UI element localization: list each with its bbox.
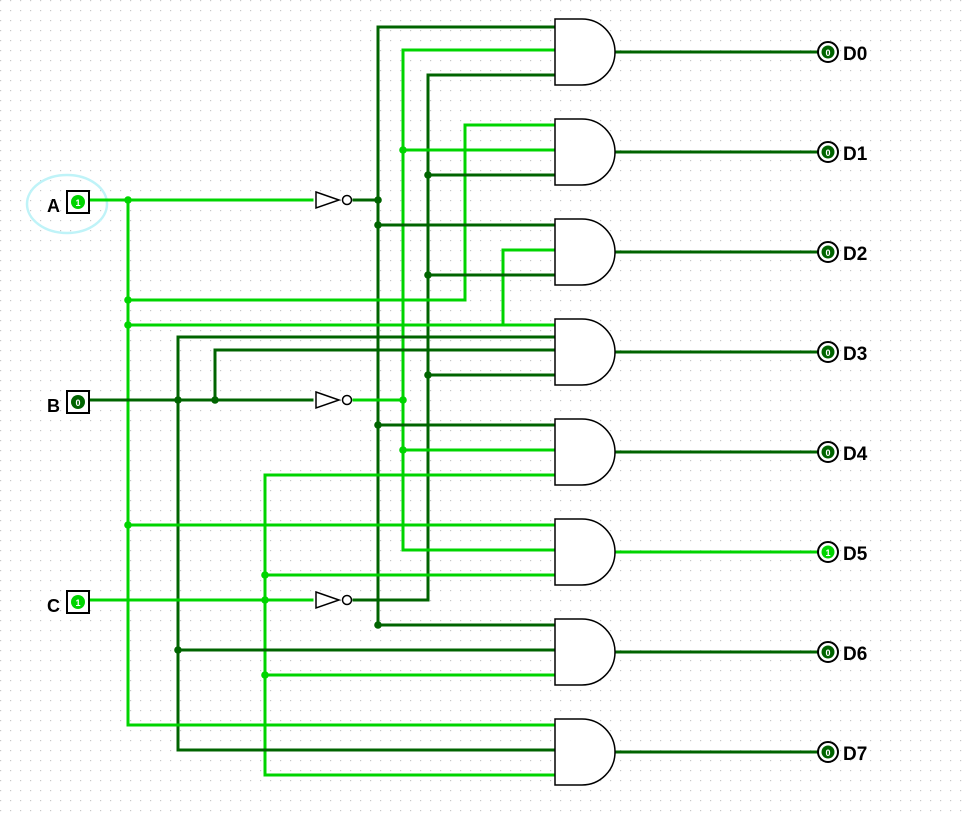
input-pin-b[interactable]: B 0 (47, 390, 90, 416)
junction-dot (211, 396, 219, 404)
output-state-d1 (821, 145, 835, 159)
and-gate-body (554, 18, 616, 86)
and-gate-body (554, 318, 616, 386)
output-pin-d5[interactable]: 1 D5 (817, 541, 868, 565)
and-gate-body (554, 218, 616, 286)
output-value-d2: 0 (825, 248, 830, 258)
input-pin-a[interactable]: A 1 (47, 190, 90, 216)
junction-dot (124, 296, 132, 304)
input-label-b: B (47, 396, 60, 416)
junction-dot (261, 571, 269, 579)
junction-dot (374, 221, 382, 229)
wire (176, 335, 557, 402)
output-label-d3: D3 (843, 344, 867, 365)
not-gate (315, 190, 353, 210)
junction-dot (399, 396, 407, 404)
not-gate-bubble (341, 594, 353, 606)
input-value-a: 1 (75, 198, 80, 208)
junction-dot (424, 271, 432, 279)
output-value-d3: 0 (825, 348, 830, 358)
not-gates (315, 190, 353, 610)
output-value-d5: 1 (825, 548, 830, 558)
output-pin-d1[interactable]: 0 D1 (817, 141, 868, 165)
output-label-d1: D1 (843, 144, 868, 165)
junction-dot (261, 596, 269, 604)
and-gate (554, 518, 616, 586)
input-pin-c[interactable]: C 1 (47, 590, 90, 616)
not-gate-triangle (315, 590, 342, 610)
junction-dot (261, 671, 269, 679)
not-gate (315, 590, 353, 610)
output-state-d0 (821, 45, 835, 59)
not-gate-triangle (315, 190, 342, 210)
input-value-c: 1 (75, 598, 80, 608)
output-label-d4: D4 (843, 444, 868, 465)
junction-dot (174, 396, 182, 404)
and-gate (554, 18, 616, 86)
output-state-d7 (821, 745, 835, 759)
junction-dot (124, 521, 132, 529)
output-pin-d6[interactable]: 0 D6 (817, 641, 867, 665)
not-gate-bubble (341, 394, 353, 406)
selection-highlight (25, 173, 109, 235)
junction-dot (174, 646, 182, 654)
junction-dot (124, 196, 132, 204)
output-pin-d2[interactable]: 0 D2 (817, 241, 867, 265)
output-state-d5 (821, 545, 835, 559)
and-gate-body (554, 718, 616, 786)
junction-dot (374, 421, 382, 429)
output-pin-d0[interactable]: 0 D0 (817, 41, 867, 65)
output-state-d2 (821, 245, 835, 259)
output-label-d0: D0 (843, 44, 867, 65)
not-gate (315, 390, 353, 410)
output-value-d0: 0 (825, 48, 830, 58)
output-label-d6: D6 (843, 644, 867, 665)
output-label-d2: D2 (843, 244, 867, 265)
and-gate (554, 418, 616, 486)
and-gate (554, 618, 616, 686)
and-gates (554, 18, 616, 786)
input-value-b: 0 (75, 398, 80, 408)
input-state-b (71, 395, 85, 409)
and-gate (554, 718, 616, 786)
wires (87, 25, 818, 777)
input-label-c: C (47, 596, 60, 616)
and-gate (554, 218, 616, 286)
output-pin-d4[interactable]: 0 D4 (817, 441, 868, 465)
and-gate (554, 318, 616, 386)
input-state-c (71, 595, 85, 609)
output-value-d4: 0 (825, 448, 830, 458)
output-state-d4 (821, 445, 835, 459)
not-gate-triangle (315, 390, 342, 410)
and-gate-body (554, 518, 616, 586)
junction-dot (399, 446, 407, 454)
junction-dot (124, 321, 132, 329)
output-label-d7: D7 (843, 744, 867, 765)
output-state-d3 (821, 345, 835, 359)
output-value-d1: 0 (825, 148, 830, 158)
not-gate-bubble (341, 194, 353, 206)
junction-dot (374, 621, 382, 629)
input-label-a: A (47, 196, 60, 216)
junction-dot (399, 146, 407, 154)
output-pin-d3[interactable]: 0 D3 (817, 341, 867, 365)
output-pin-d7[interactable]: 0 D7 (817, 741, 867, 765)
junction-dot (374, 196, 382, 204)
wire (126, 123, 557, 302)
output-value-d6: 0 (825, 648, 830, 658)
output-state-d6 (821, 645, 835, 659)
and-gate-body (554, 118, 616, 186)
and-gate-body (554, 418, 616, 486)
junction-dot (424, 171, 432, 179)
and-gate (554, 118, 616, 186)
output-value-d7: 0 (825, 748, 830, 758)
wire-junctions (124, 146, 432, 679)
junction-dot (424, 371, 432, 379)
output-label-d5: D5 (843, 544, 868, 565)
input-state-a (71, 195, 85, 209)
and-gate-body (554, 618, 616, 686)
